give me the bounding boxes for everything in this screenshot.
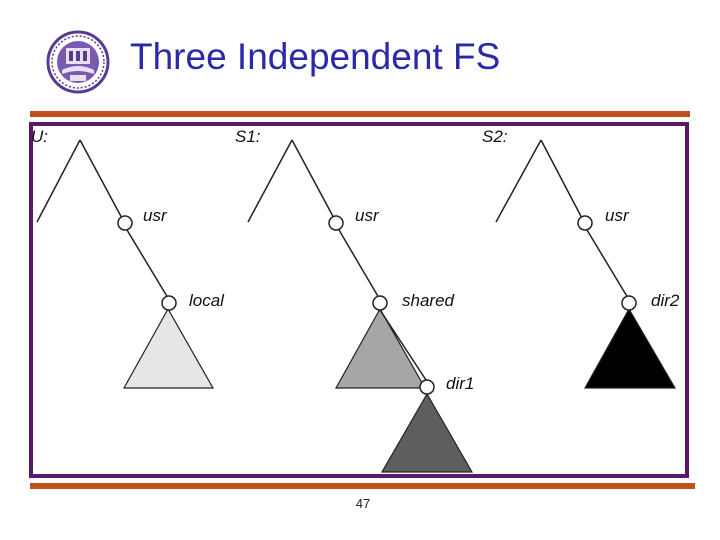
tree-s2-dir2-label: dir2 (651, 291, 680, 310)
tree-u-usr-label: usr (143, 206, 168, 225)
local-node (161, 295, 177, 311)
local-volume-triangle (122, 307, 215, 389)
dir1-node (419, 379, 435, 395)
tree-s1-root-label: S1: (235, 127, 261, 146)
shared-volume-triangle (334, 307, 427, 389)
dir2-node (621, 295, 637, 311)
usr-node (117, 215, 133, 231)
page-number: 47 (355, 496, 371, 511)
university-seal-logo (46, 30, 110, 94)
dir1-volume-triangle (380, 392, 474, 473)
usr-node (328, 215, 344, 231)
tree-s2: S2: usr dir2 (482, 127, 680, 389)
usr-node (577, 215, 593, 231)
tree-s1-dir1-label: dir1 (446, 374, 474, 393)
tree-u: U: usr local (31, 127, 225, 389)
dir2-volume-triangle (583, 307, 677, 389)
tree-s1-usr-label: usr (355, 206, 380, 225)
tree-s2-usr-label: usr (605, 206, 630, 225)
diagram-frame (29, 122, 689, 478)
tree-s1-shared-label: shared (402, 291, 455, 310)
slide-title: Three Independent FS (130, 36, 501, 77)
tree-s1: S1: usr shared dir1 (235, 127, 474, 473)
bottom-divider (30, 483, 695, 489)
shared-node (372, 295, 388, 311)
tree-u-local-label: local (189, 291, 225, 310)
top-divider (30, 111, 690, 117)
tree-u-root-label: U: (31, 127, 48, 146)
tree-s2-root-label: S2: (482, 127, 508, 146)
